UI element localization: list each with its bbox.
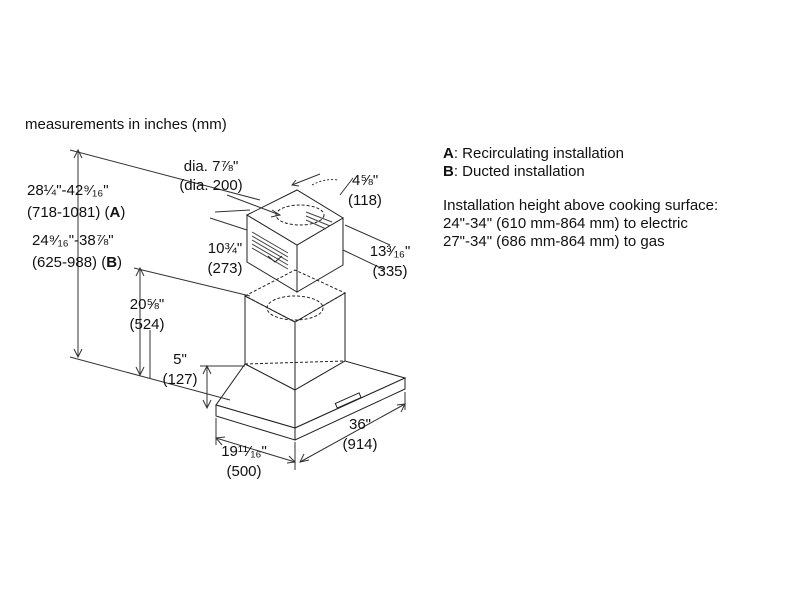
duct-opening	[275, 204, 325, 226]
height-a-mm: (718-1081) (A)	[27, 204, 126, 221]
top-width-mm: (118)	[348, 192, 382, 209]
control-panel	[334, 392, 362, 409]
lower-chimney-inches: 20⅝"	[129, 296, 165, 313]
installation-height-block: Installation height above cooking surfac…	[443, 197, 718, 251]
chimney-depth-mm: (335)	[372, 263, 408, 280]
installation-electric: 24"-34" (610 mm-864 mm) to electric	[443, 215, 688, 232]
vent-arrow-icon	[267, 255, 283, 263]
chimney-depth-inches: 13³⁄₁₆"	[369, 243, 411, 260]
installation-gas: 27"-34" (686 mm-864 mm) to gas	[443, 233, 665, 250]
chimney-width-inches: 10¾"	[207, 240, 243, 257]
legend: A: Recirculating installation B: Ducted …	[443, 145, 624, 181]
hood-width-inches: 36"	[348, 416, 371, 433]
chimney-width-mm: (273)	[207, 260, 243, 277]
vent-grille	[251, 231, 289, 270]
dimension-lines	[69, 148, 406, 470]
height-a-inches: 28¼"-42⁹⁄₁₆"	[27, 182, 109, 199]
installation-title: Installation height above cooking surfac…	[443, 197, 719, 214]
hood-depth-inches: 19¹¹⁄₁₆"	[221, 443, 267, 460]
canopy-height-mm: (127)	[162, 371, 198, 388]
canopy-bottom-side	[294, 377, 406, 441]
lower-chimney-mm: (524)	[129, 316, 165, 333]
duct-diameter-inches: dia. 7⅞"	[183, 158, 239, 175]
height-b-mm: (625-988) (B)	[32, 254, 123, 271]
legend-b: B: Ducted installation	[443, 163, 585, 180]
canopy-height-inches: 5"	[173, 351, 187, 368]
upper-chimney-top	[245, 189, 344, 246]
legend-a: A: Recirculating installation	[443, 145, 624, 162]
hood-depth-mm: (500)	[226, 463, 262, 480]
height-b-inches: 24⁹⁄₁₆"-38⅞"	[32, 232, 114, 249]
duct-diameter-mm: (dia. 200)	[179, 177, 243, 194]
top-width-inches: 4⅝"	[352, 172, 379, 189]
hood-width-mm: (914)	[342, 436, 378, 453]
diagram-title: measurements in inches (mm)	[25, 116, 227, 133]
